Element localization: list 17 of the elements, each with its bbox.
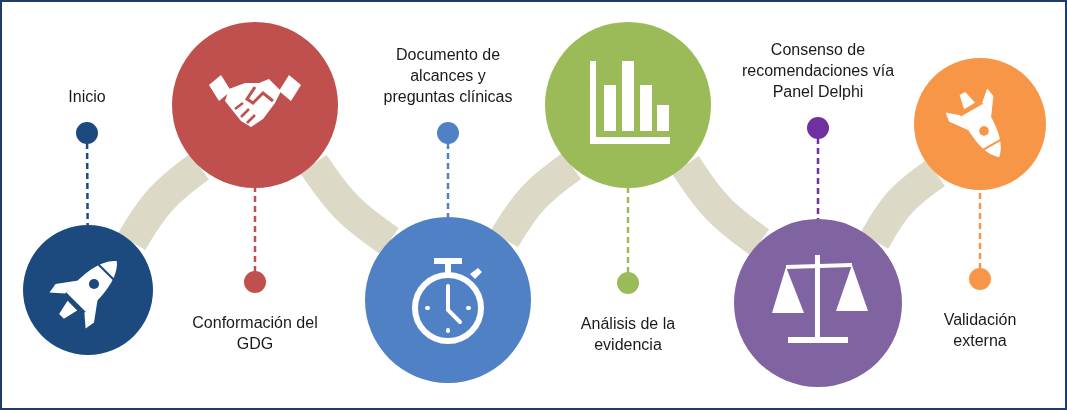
leader-line xyxy=(76,122,98,225)
step-label: Validación externa xyxy=(942,310,1018,351)
step-label: Documento de alcances y preguntas clínicas xyxy=(382,45,514,107)
leader-line xyxy=(969,190,991,290)
step-label: Inicio xyxy=(68,87,106,107)
connector-band xyxy=(860,159,946,250)
leader-line xyxy=(617,188,639,294)
step-label: Análisis de la evidencia xyxy=(579,314,677,355)
leader-line xyxy=(807,117,829,219)
connector-band xyxy=(117,153,209,251)
step-label: Conformación del GDG xyxy=(191,313,319,354)
connector-band xyxy=(672,156,770,256)
leader-line xyxy=(244,188,266,293)
leader-line xyxy=(437,122,459,217)
connector-band xyxy=(490,153,582,248)
connector-band xyxy=(300,155,399,255)
step-label: Consenso de recomendaciones vía Panel Delphi xyxy=(740,40,896,102)
